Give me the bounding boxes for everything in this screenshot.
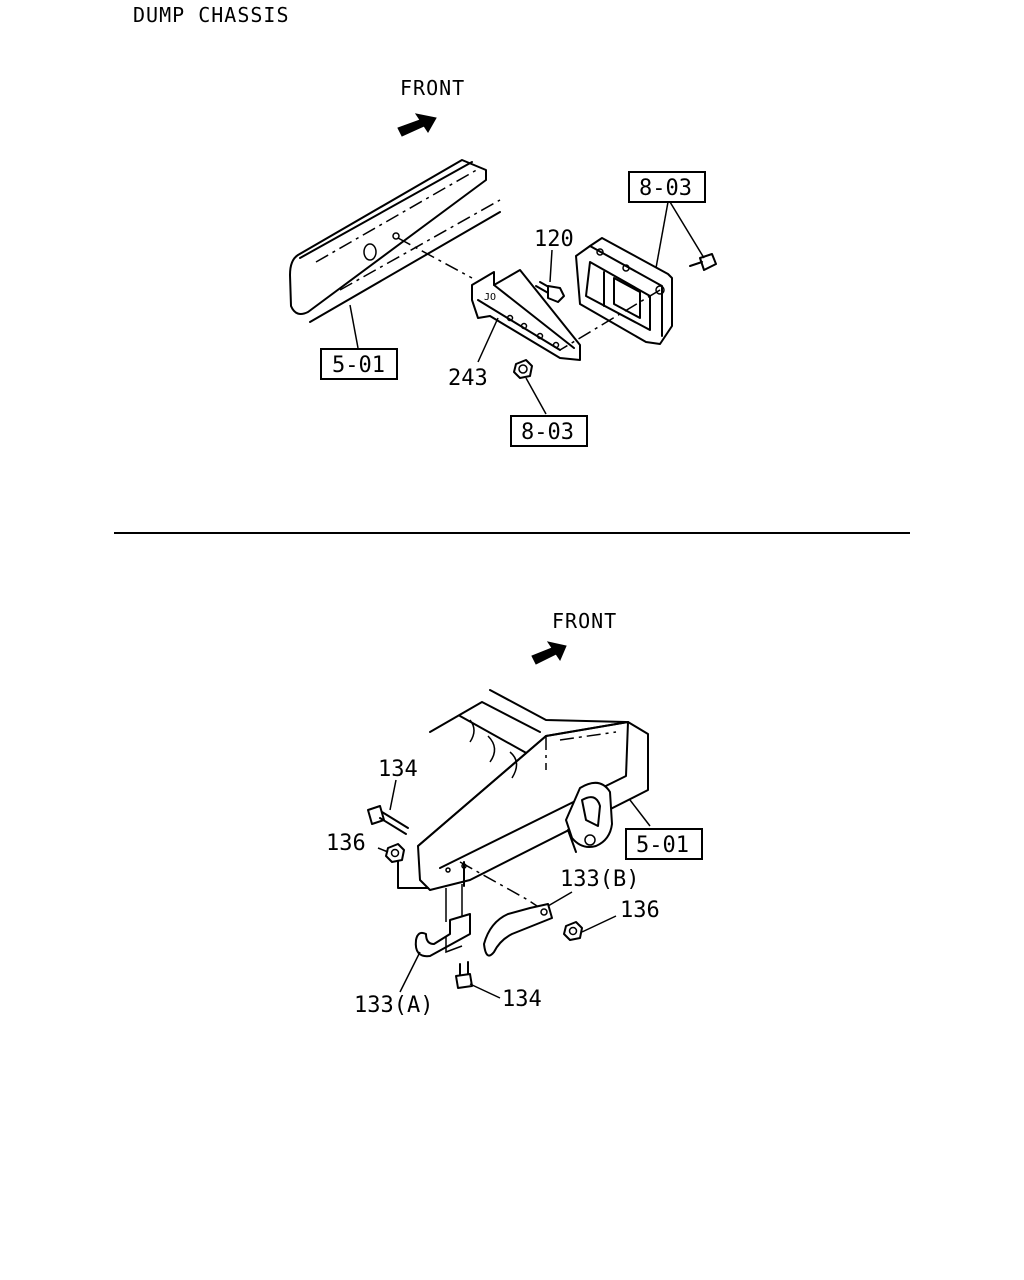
bracket-mark: JO	[484, 292, 496, 303]
page-title: DUMP CHASSIS	[133, 3, 290, 27]
callout-8-03-upper: 8-03	[639, 176, 692, 201]
bolt-134-top	[367, 805, 409, 835]
leader-243	[477, 317, 499, 363]
callout-120: 120	[534, 227, 574, 252]
leader-134-bottom	[469, 983, 501, 999]
bolt-134-bottom	[455, 961, 473, 989]
callout-box-8-03-upper	[628, 171, 706, 203]
frame-rail-top	[289, 159, 501, 323]
leader-8-03-b	[669, 201, 705, 259]
nut-lower	[513, 359, 533, 379]
leader-8-03-a	[655, 201, 669, 269]
front-label-top: FRONT	[400, 76, 465, 100]
callout-133b: 133(B)	[560, 867, 639, 892]
leader-136-right	[581, 915, 617, 933]
leader-120	[549, 249, 553, 283]
bolt-120	[535, 281, 565, 303]
callout-136-right: 136	[620, 898, 660, 923]
front-arrow-icon	[531, 641, 567, 665]
callout-5-01-bottom: 5-01	[636, 833, 689, 858]
front-arrow-icon	[397, 113, 437, 137]
callout-136-left: 136	[326, 831, 366, 856]
callout-134-bottom: 134	[502, 987, 542, 1012]
leader-5-01-top	[349, 304, 359, 349]
bottom-view: FRONT	[326, 609, 703, 1018]
top-view: FRONT JO	[289, 76, 717, 447]
front-label-bottom: FRONT	[552, 609, 617, 633]
callout-box-5-01-bottom	[625, 828, 703, 860]
leader-136-left	[377, 847, 389, 853]
nut-136-left	[385, 843, 405, 863]
nut-136-right	[563, 921, 583, 941]
hook-133b	[483, 903, 553, 957]
callout-box-5-01	[320, 348, 398, 380]
callout-box-8-03-lower	[510, 415, 588, 447]
hook-133a	[414, 884, 471, 958]
leader-134-top	[389, 779, 397, 811]
module-8-03	[559, 237, 717, 351]
leader-133a	[399, 951, 421, 993]
callout-243: 243	[448, 366, 488, 391]
frame-rail-bottom	[397, 689, 649, 909]
callout-8-03-lower: 8-03	[521, 420, 574, 445]
leader-8-03-lower	[525, 377, 547, 415]
callout-5-01-top: 5-01	[332, 353, 385, 378]
leader-5-01-bottom	[629, 799, 651, 827]
leader-133b	[547, 891, 573, 907]
callout-134-top: 134	[378, 757, 418, 782]
bracket-243: JO	[471, 269, 581, 361]
callout-133a: 133(A)	[354, 993, 433, 1018]
